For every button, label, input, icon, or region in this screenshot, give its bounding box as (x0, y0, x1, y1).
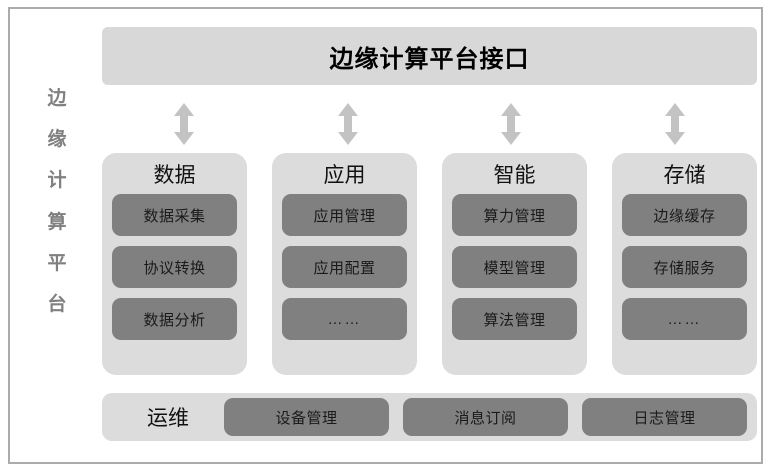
capability-item[interactable]: 算法管理 (452, 298, 577, 341)
connector-arrow-row (102, 95, 757, 153)
connector-arrow-cell-1 (266, 95, 430, 153)
capability-item[interactable]: 应用配置 (282, 246, 407, 289)
double-headed-vertical-arrow-icon (172, 103, 196, 145)
capability-column-storage: 存储 边缘缓存 存储服务 …… (612, 153, 757, 375)
capability-columns-row: 数据 数据采集 协议转换 数据分析 应用 应用管理 应用配置 …… 智能 算力管… (102, 153, 757, 375)
capability-item[interactable]: 应用管理 (282, 194, 407, 237)
vertical-label-char-3: 算 (47, 211, 67, 233)
operations-bar-label: 运维 (147, 407, 189, 430)
capability-column-title: 应用 (323, 164, 366, 187)
operations-item[interactable]: 设备管理 (224, 398, 389, 436)
double-headed-vertical-arrow-icon (663, 103, 687, 145)
capability-item[interactable]: 模型管理 (452, 246, 577, 289)
capability-item[interactable]: 数据分析 (112, 298, 237, 341)
capability-column-title: 数据 (153, 164, 196, 187)
double-headed-vertical-arrow-icon (336, 103, 360, 145)
capability-item[interactable]: 算力管理 (452, 194, 577, 237)
double-headed-vertical-arrow-icon (499, 103, 523, 145)
vertical-label-char-2: 计 (47, 170, 67, 192)
diagram-outer-frame: 边 缘 计 算 平 台 边缘计算平台接口 (8, 7, 763, 464)
connector-arrow-cell-2 (430, 95, 594, 153)
capability-column-title: 智能 (493, 164, 536, 187)
operations-bar-items: 设备管理 消息订阅 日志管理 (224, 398, 747, 436)
capability-item[interactable]: 协议转换 (112, 246, 237, 289)
platform-vertical-label: 边 缘 计 算 平 台 (34, 89, 80, 314)
capability-item-ellipsis[interactable]: …… (622, 298, 747, 341)
vertical-label-char-0: 边 (47, 88, 67, 109)
capability-column-title: 存储 (663, 164, 706, 187)
operations-item[interactable]: 消息订阅 (403, 398, 568, 436)
operations-item[interactable]: 日志管理 (582, 398, 747, 436)
capability-item[interactable]: 存储服务 (622, 246, 747, 289)
vertical-label-char-5: 台 (47, 293, 67, 315)
platform-interface-title: 边缘计算平台接口 (329, 45, 530, 73)
vertical-label-char-4: 平 (47, 252, 67, 274)
capability-column-application: 应用 应用管理 应用配置 …… (272, 153, 417, 375)
capability-item[interactable]: 数据采集 (112, 194, 237, 237)
operations-bar: 运维 设备管理 消息订阅 日志管理 (102, 393, 757, 441)
connector-arrow-cell-3 (593, 95, 757, 153)
platform-interface-bar: 边缘计算平台接口 (102, 27, 757, 85)
capability-item[interactable]: 边缘缓存 (622, 194, 747, 237)
vertical-label-char-1: 缘 (47, 129, 67, 151)
capability-column-data: 数据 数据采集 协议转换 数据分析 (102, 153, 247, 375)
connector-arrow-cell-0 (102, 95, 266, 153)
capability-column-intelligence: 智能 算力管理 模型管理 算法管理 (442, 153, 587, 375)
capability-item-ellipsis[interactable]: …… (282, 298, 407, 341)
